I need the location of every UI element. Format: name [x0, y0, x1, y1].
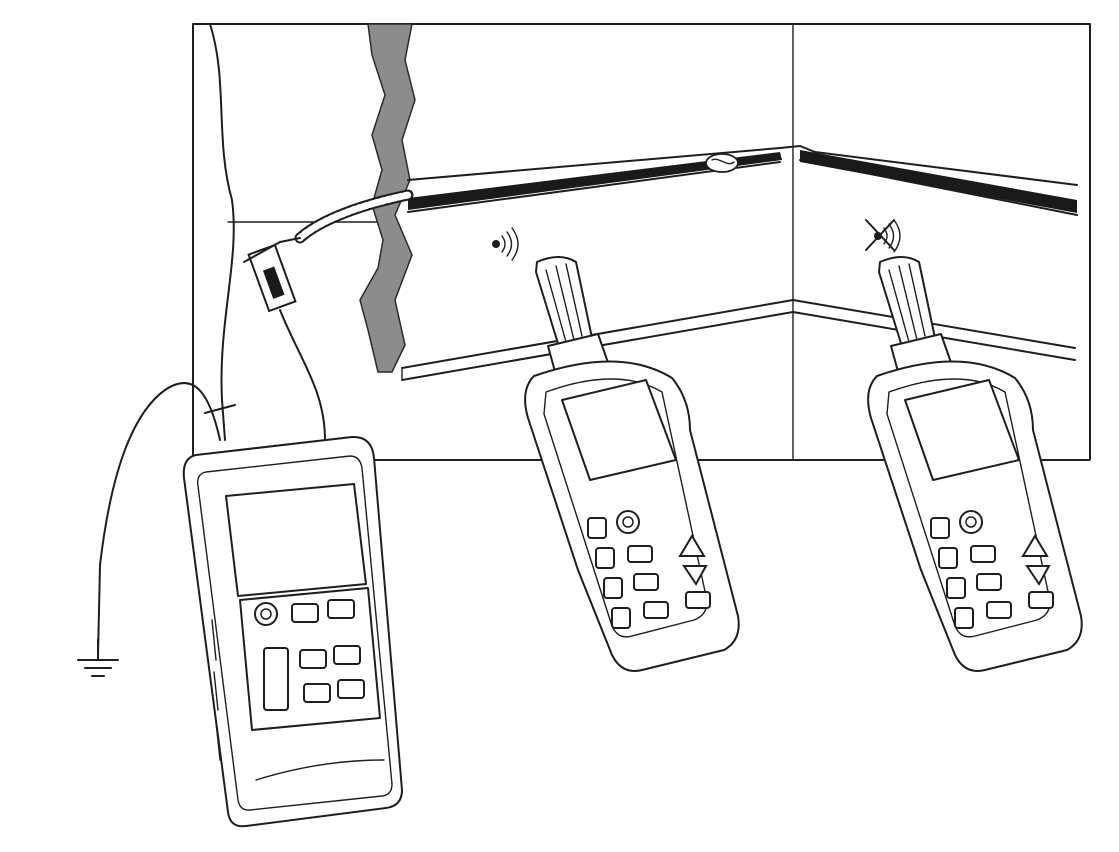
receiver-button[interactable]	[976, 573, 1002, 591]
receiver-button[interactable]	[986, 601, 1012, 619]
arrow-up-icon[interactable]	[1021, 534, 1049, 557]
transmitter-button[interactable]	[303, 683, 331, 703]
receiver-button[interactable]	[627, 545, 653, 563]
transmitter-button[interactable]	[327, 599, 355, 619]
arrow-down-icon[interactable]	[1025, 565, 1051, 586]
receiver-no-signal	[867, 256, 1083, 672]
transmitter-button[interactable]	[291, 603, 319, 623]
transmitter-screen	[225, 483, 367, 597]
arrow-up-icon[interactable]	[678, 534, 706, 557]
transmitter-button[interactable]	[299, 649, 327, 669]
arrow-down-icon[interactable]	[682, 565, 708, 586]
receiver-button[interactable]	[970, 545, 996, 563]
receiver-power-button[interactable]	[616, 510, 640, 534]
transmitter-button[interactable]	[263, 647, 289, 711]
signal-waves-icon	[492, 227, 519, 261]
transmitter-power-button[interactable]	[254, 602, 278, 626]
receiver-power-button[interactable]	[959, 510, 983, 534]
transmitter-unit	[182, 435, 403, 828]
receiver-screen	[561, 379, 677, 481]
ground-lead	[97, 382, 236, 656]
coiled-probe-lead	[243, 189, 414, 441]
receiver-button[interactable]	[685, 591, 711, 609]
receiver-detecting	[524, 256, 740, 672]
no-signal-icon	[865, 219, 901, 253]
ground-symbol-icon	[77, 639, 119, 677]
receiver-screen	[904, 379, 1020, 481]
receiver-button[interactable]	[1028, 591, 1054, 609]
room-walls	[192, 23, 1091, 461]
receiver-button[interactable]	[643, 601, 669, 619]
transmitter-button[interactable]	[333, 645, 361, 665]
baseboard	[401, 299, 1076, 381]
receiver-button[interactable]	[633, 573, 659, 591]
transmitter-button[interactable]	[337, 679, 365, 699]
cable-channel	[407, 145, 1078, 216]
